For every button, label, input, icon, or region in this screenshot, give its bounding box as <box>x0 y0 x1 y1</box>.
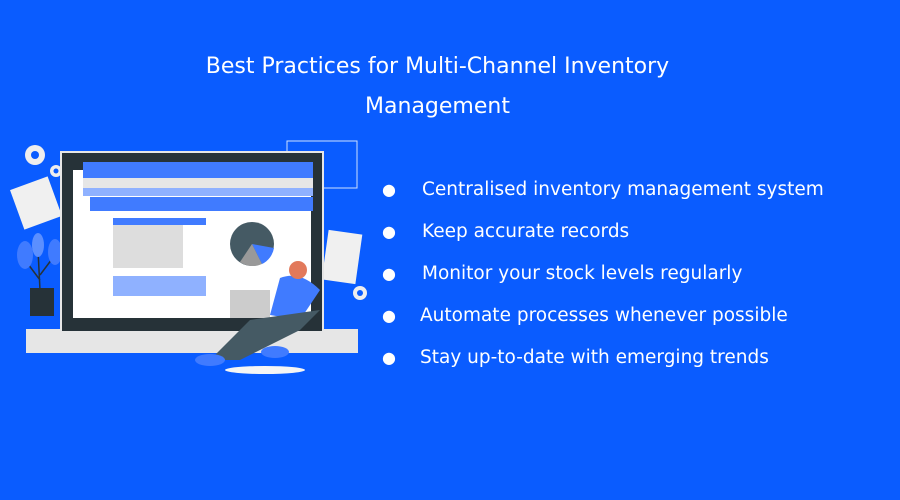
bullet-icon: ● <box>382 221 396 241</box>
bullet-icon: ● <box>382 179 396 199</box>
bullet-icon: ● <box>382 305 396 325</box>
title-line-1: Best Practices for Multi-Channel Invento… <box>205 53 670 79</box>
bullet-icon: ● <box>382 347 396 367</box>
document-icon <box>10 176 62 230</box>
gear-icon <box>50 165 62 177</box>
person-illustration <box>195 261 320 374</box>
bullet-icon: ● <box>382 263 396 283</box>
page-title: Best Practices for Multi-Channel Invento… <box>0 47 875 127</box>
gear-icon <box>25 145 45 165</box>
list-item: ● Stay up-to-date with emerging trends <box>380 336 824 378</box>
best-practices-list: ● Centralised inventory management system… <box>380 168 824 378</box>
list-item: ● Automate processes whenever possible <box>380 294 824 336</box>
list-item: ● Monitor your stock levels regularly <box>380 252 824 294</box>
title-line-2: Management <box>365 93 510 119</box>
list-item: ● Centralised inventory management system <box>380 168 824 210</box>
list-item: ● Keep accurate records <box>380 210 824 252</box>
list-item-text: Monitor your stock levels regularly <box>422 262 743 284</box>
gear-icon <box>353 286 367 300</box>
list-item-text: Centralised inventory management system <box>422 178 824 200</box>
plant-icon <box>17 233 62 316</box>
document-icon <box>321 229 363 285</box>
list-item-text: Keep accurate records <box>422 220 630 242</box>
list-item-text: Automate processes whenever possible <box>420 304 788 326</box>
inventory-illustration <box>10 140 367 374</box>
list-item-text: Stay up-to-date with emerging trends <box>420 346 769 368</box>
